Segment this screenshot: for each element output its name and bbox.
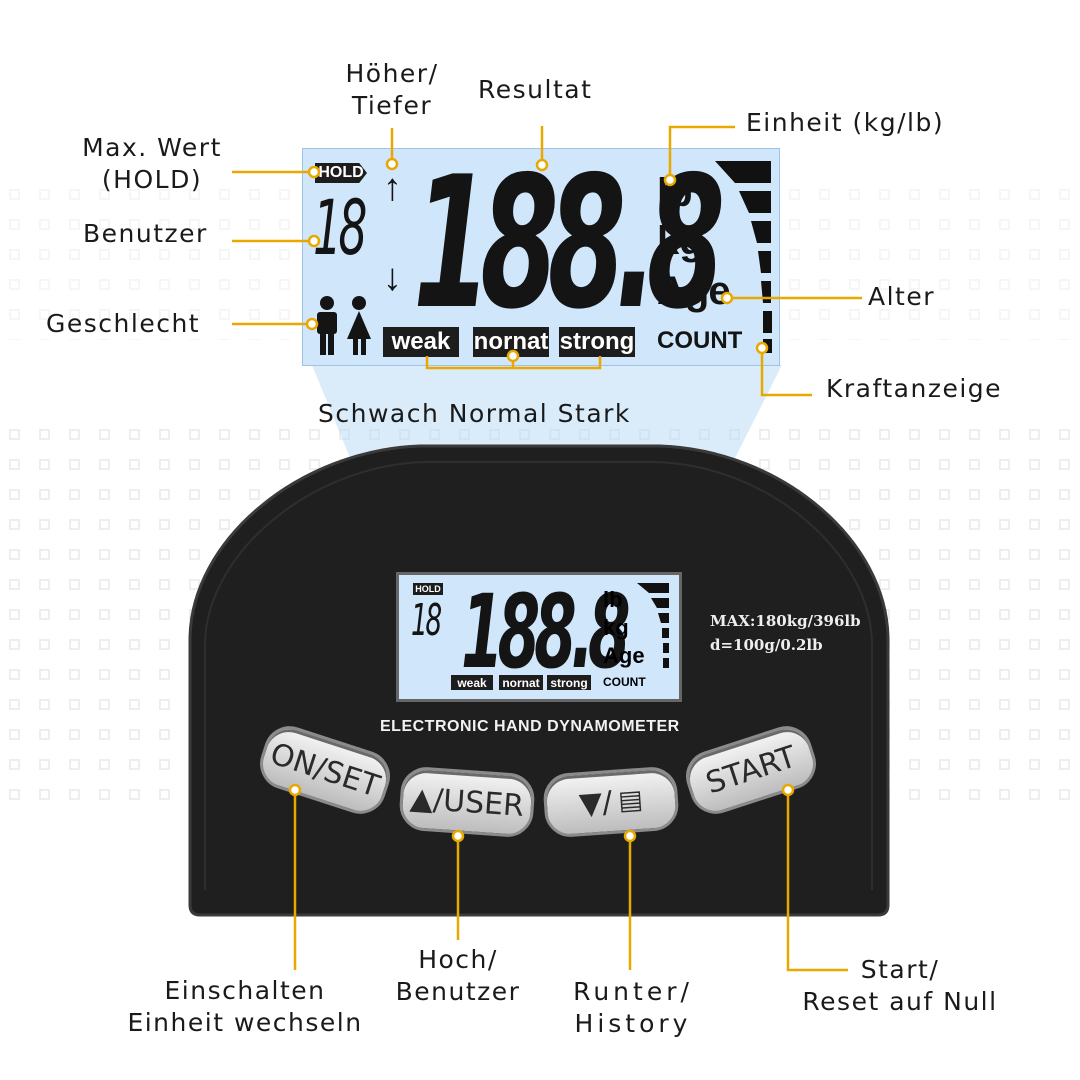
strong-text: strong (559, 328, 635, 355)
unit-kg-small: kg (603, 615, 629, 640)
label-start-reset: Start/ Reset auf Null (790, 954, 1010, 1018)
label-einschalten-line1: Einschalten (164, 976, 326, 1005)
label-schwach-normal-stark: Schwach Normal Stark (318, 399, 631, 428)
label-kraftanzeige: Kraftanzeige (826, 374, 1003, 403)
label-max-wert-line2: (HOLD) (101, 165, 203, 194)
unit-lb-small: lb (603, 587, 623, 612)
age-small: Age (603, 643, 645, 668)
label-max-wert-line1: Max. Wert (82, 133, 222, 162)
hold-indicator: HOLD (315, 163, 367, 183)
label-benutzer: Benutzer (83, 219, 208, 248)
label-hoeher-tiefer: Höher/ Tiefer (330, 58, 454, 122)
user-digits: 18 (313, 183, 367, 272)
label-runter-line1: Runter/ (573, 977, 693, 1006)
hold-text-small: HOLD (415, 584, 441, 594)
label-alter: Alter (868, 282, 936, 311)
label-runter-history: Runter/ History (548, 976, 718, 1040)
strong-indicator: strong (559, 327, 635, 357)
label-einschalten: Einschalten Einheit wechseln (110, 975, 380, 1039)
main-digits-small: 188.8 (461, 573, 631, 692)
device-title: ELECTRONIC HAND DYNAMOMETER (380, 718, 680, 735)
user-digits-small: 18 (411, 595, 442, 646)
normal-text-small: nornat (502, 675, 540, 690)
label-hoch-line1: Hoch/ (418, 945, 498, 974)
label-hoch-benutzer: Hoch/ Benutzer (378, 944, 538, 1008)
weak-text-small: weak (457, 675, 487, 690)
label-hoeher-line2: Tiefer (351, 91, 433, 120)
weak-indicator: weak (383, 327, 459, 357)
label-hoeher-line1: Höher/ (345, 59, 439, 88)
label-runter-line2: History (574, 1009, 692, 1038)
strong-small: strong (547, 675, 591, 690)
age-label: Age (657, 269, 731, 313)
division-value: d=100g/0.2lb (710, 636, 823, 654)
normal-indicator: nornat (473, 327, 549, 357)
strength-bars-small (637, 583, 669, 668)
normal-small: nornat (499, 675, 543, 690)
label-geschlecht: Geschlecht (46, 309, 201, 338)
lcd-display-large: HOLD 18 ↑ ↓ 188.8 lb kg Age COUNT weak n… (302, 137, 780, 366)
up-arrow-icon: ↑ (383, 167, 402, 209)
label-einschalten-line2: Einheit wechseln (127, 1008, 363, 1037)
weak-small: weak (451, 675, 493, 690)
label-max-wert: Max. Wert (HOLD) (72, 132, 232, 196)
gender-icons (317, 296, 371, 355)
label-start-line2: Reset auf Null (802, 987, 998, 1016)
hold-indicator-small: HOLD (413, 583, 443, 595)
label-start-line1: Start/ (860, 955, 940, 984)
max-capacity: MAX:180kg/396lb (710, 612, 861, 630)
hold-text: HOLD (318, 164, 364, 181)
down-arrow-icon: ↓ (383, 257, 402, 299)
label-einheit: Einheit (kg/lb) (746, 108, 945, 137)
label-resultat: Resultat (478, 75, 593, 104)
label-hoch-line2: Benutzer (395, 977, 521, 1006)
count-small: COUNT (603, 675, 646, 689)
unit-kg: kg (657, 219, 704, 263)
strong-text-small: strong (550, 675, 588, 690)
weak-text: weak (391, 328, 451, 355)
lcd-display-small: HOLD 18 188.8 lb kg Age COUNT weak norna… (396, 572, 682, 702)
main-digits: 188.8 (413, 137, 725, 349)
count-label: COUNT (657, 327, 743, 354)
